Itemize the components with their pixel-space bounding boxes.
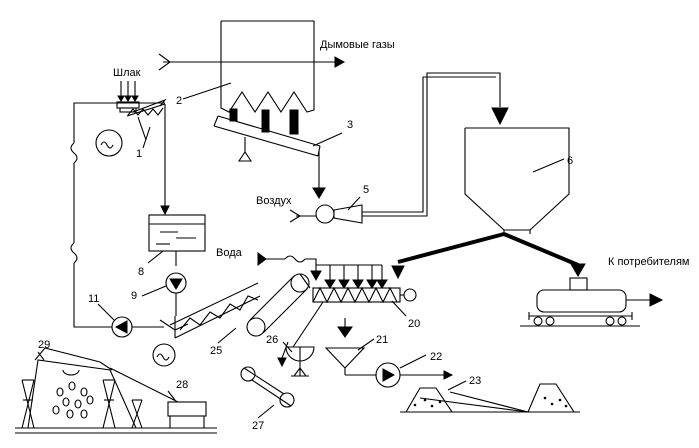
leader-9 [141,285,167,297]
rail-tank-car [520,277,664,327]
leader-29 [37,351,45,361]
leader-6 [532,158,565,173]
pump-11 [111,316,133,338]
label-25: 25 [210,345,222,357]
label-8: 8 [138,266,144,278]
leader-21 [357,338,375,351]
pneumatic-conveying-line [362,72,509,217]
leader-26 [282,341,293,353]
hydrocyclone [324,318,376,376]
label-slag: Шлак [113,67,141,79]
inclined-belt-conveyor [246,273,310,337]
leader-1 [142,126,151,149]
slag-crusher [95,81,167,157]
label-6: 6 [567,155,573,167]
leader-27 [257,404,275,419]
label-3: 3 [347,119,353,131]
label-26: 26 [266,334,278,346]
pump-22 [375,362,454,388]
label-22: 22 [430,351,442,363]
settling-ponds [400,383,580,413]
storage-silo [464,127,570,234]
water-tank [148,214,206,266]
leader-20 [391,300,407,317]
leader-3 [312,132,343,147]
grate-conveyor [213,115,321,162]
silo-discharge-lines [391,232,586,280]
crusher-to-tank-line [160,104,170,216]
boiler-furnace [220,20,315,135]
label-consumers: К потребителям [608,256,690,268]
leader-8 [147,250,164,264]
leader-23 [447,380,467,391]
label-2: 2 [176,95,182,107]
water-return-line [70,102,165,328]
label-29: 29 [38,339,50,351]
roller-crusher [277,301,324,377]
smoke-gas-flow [158,53,346,71]
leader-25 [217,327,237,344]
screw-classifier [152,282,261,367]
leader-22 [399,354,427,369]
label-21: 21 [376,334,388,346]
ash-drop-arrow [312,151,326,199]
label-27: 27 [252,420,264,432]
water-inlet [257,252,388,289]
leader-11 [97,303,115,321]
label-smoke-gases: Дымовые газы [320,39,395,51]
label-1: 1 [136,148,142,160]
belt-conveyor-27 [240,366,295,408]
label-9: 9 [131,290,137,302]
leader-2 [182,82,232,100]
label-5: 5 [363,184,369,196]
air-blower [289,204,363,224]
label-water: Вода [216,247,243,259]
label-23: 23 [469,375,481,387]
pump-9 [165,272,187,316]
screw-mixer [299,273,417,304]
leader-5 [347,196,361,211]
label-20: 20 [408,318,420,330]
label-11: 11 [88,293,99,305]
label-air: Воздух [256,195,292,207]
label-28: 28 [176,379,188,391]
leader-28 [167,390,176,401]
